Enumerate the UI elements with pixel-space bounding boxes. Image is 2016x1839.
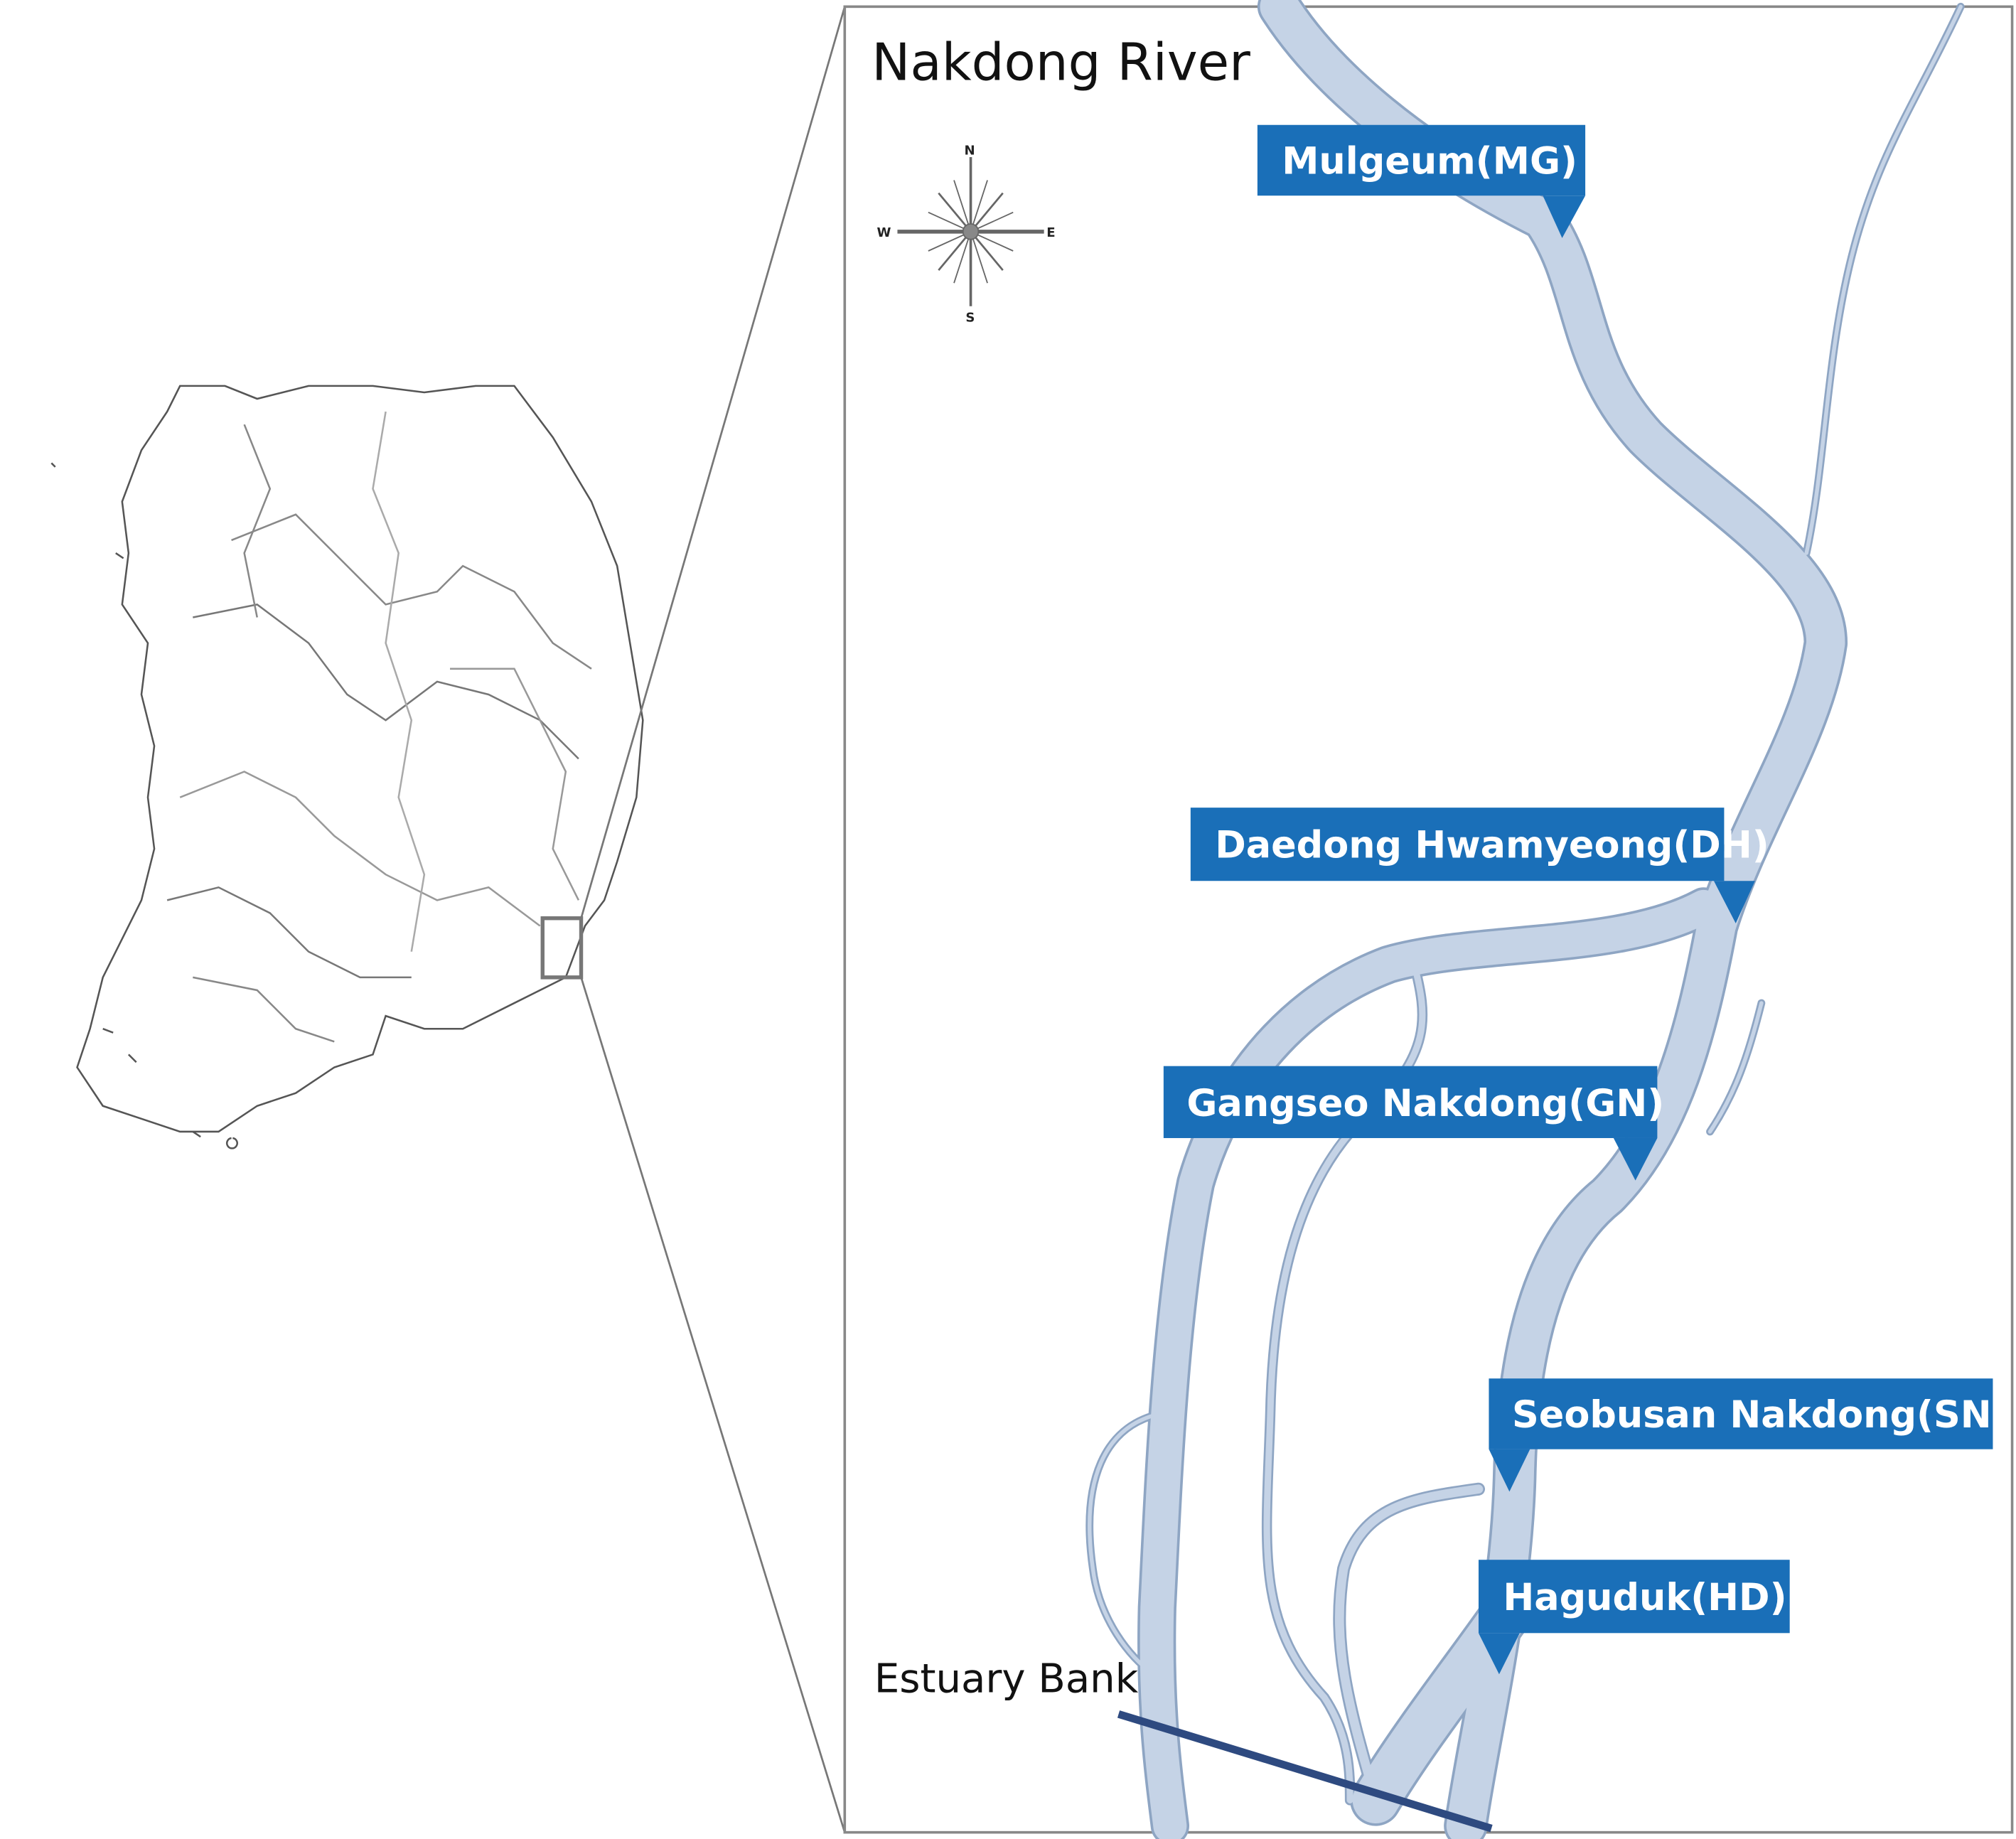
- estuary-bank-line: [1117, 1710, 1493, 1833]
- compass-s: S: [965, 310, 975, 325]
- station-name: Daedong Hwamyeong(DH): [1215, 824, 1769, 867]
- inset-locator-box: [540, 916, 584, 980]
- detail-panel-frame: [843, 5, 2014, 1834]
- compass-e: E: [1046, 225, 1055, 240]
- station-label-mg: Mulgeum(MG): [1257, 124, 1586, 238]
- station-name: Gangseo Nakdong(GN): [1186, 1082, 1664, 1125]
- zoom-line-top: [580, 6, 846, 919]
- korea-overview-map: [50, 385, 644, 1149]
- station-name: Mulgeum(MG): [1282, 139, 1577, 183]
- compass-w: W: [877, 225, 891, 240]
- map-title: Nakdong River: [872, 33, 1250, 92]
- compass-rose-icon: N S E W: [877, 143, 1056, 325]
- compass-n: N: [965, 143, 975, 158]
- station-label-dh: Daedong Hwamyeong(DH): [1190, 808, 1769, 923]
- estuary-bank-label: Estuary Bank: [874, 1656, 1139, 1703]
- station-name: Haguduk(HD): [1503, 1576, 1786, 1619]
- station-label-sn: Seobusan Nakdong(SN): [1489, 1378, 2009, 1492]
- station-name: Seobusan Nakdong(SN): [1512, 1393, 2009, 1437]
- station-label-hd: Haguduk(HD): [1478, 1560, 1790, 1675]
- zoom-line-bottom: [580, 977, 846, 1833]
- station-label-gn: Gangseo Nakdong(GN): [1163, 1066, 1664, 1181]
